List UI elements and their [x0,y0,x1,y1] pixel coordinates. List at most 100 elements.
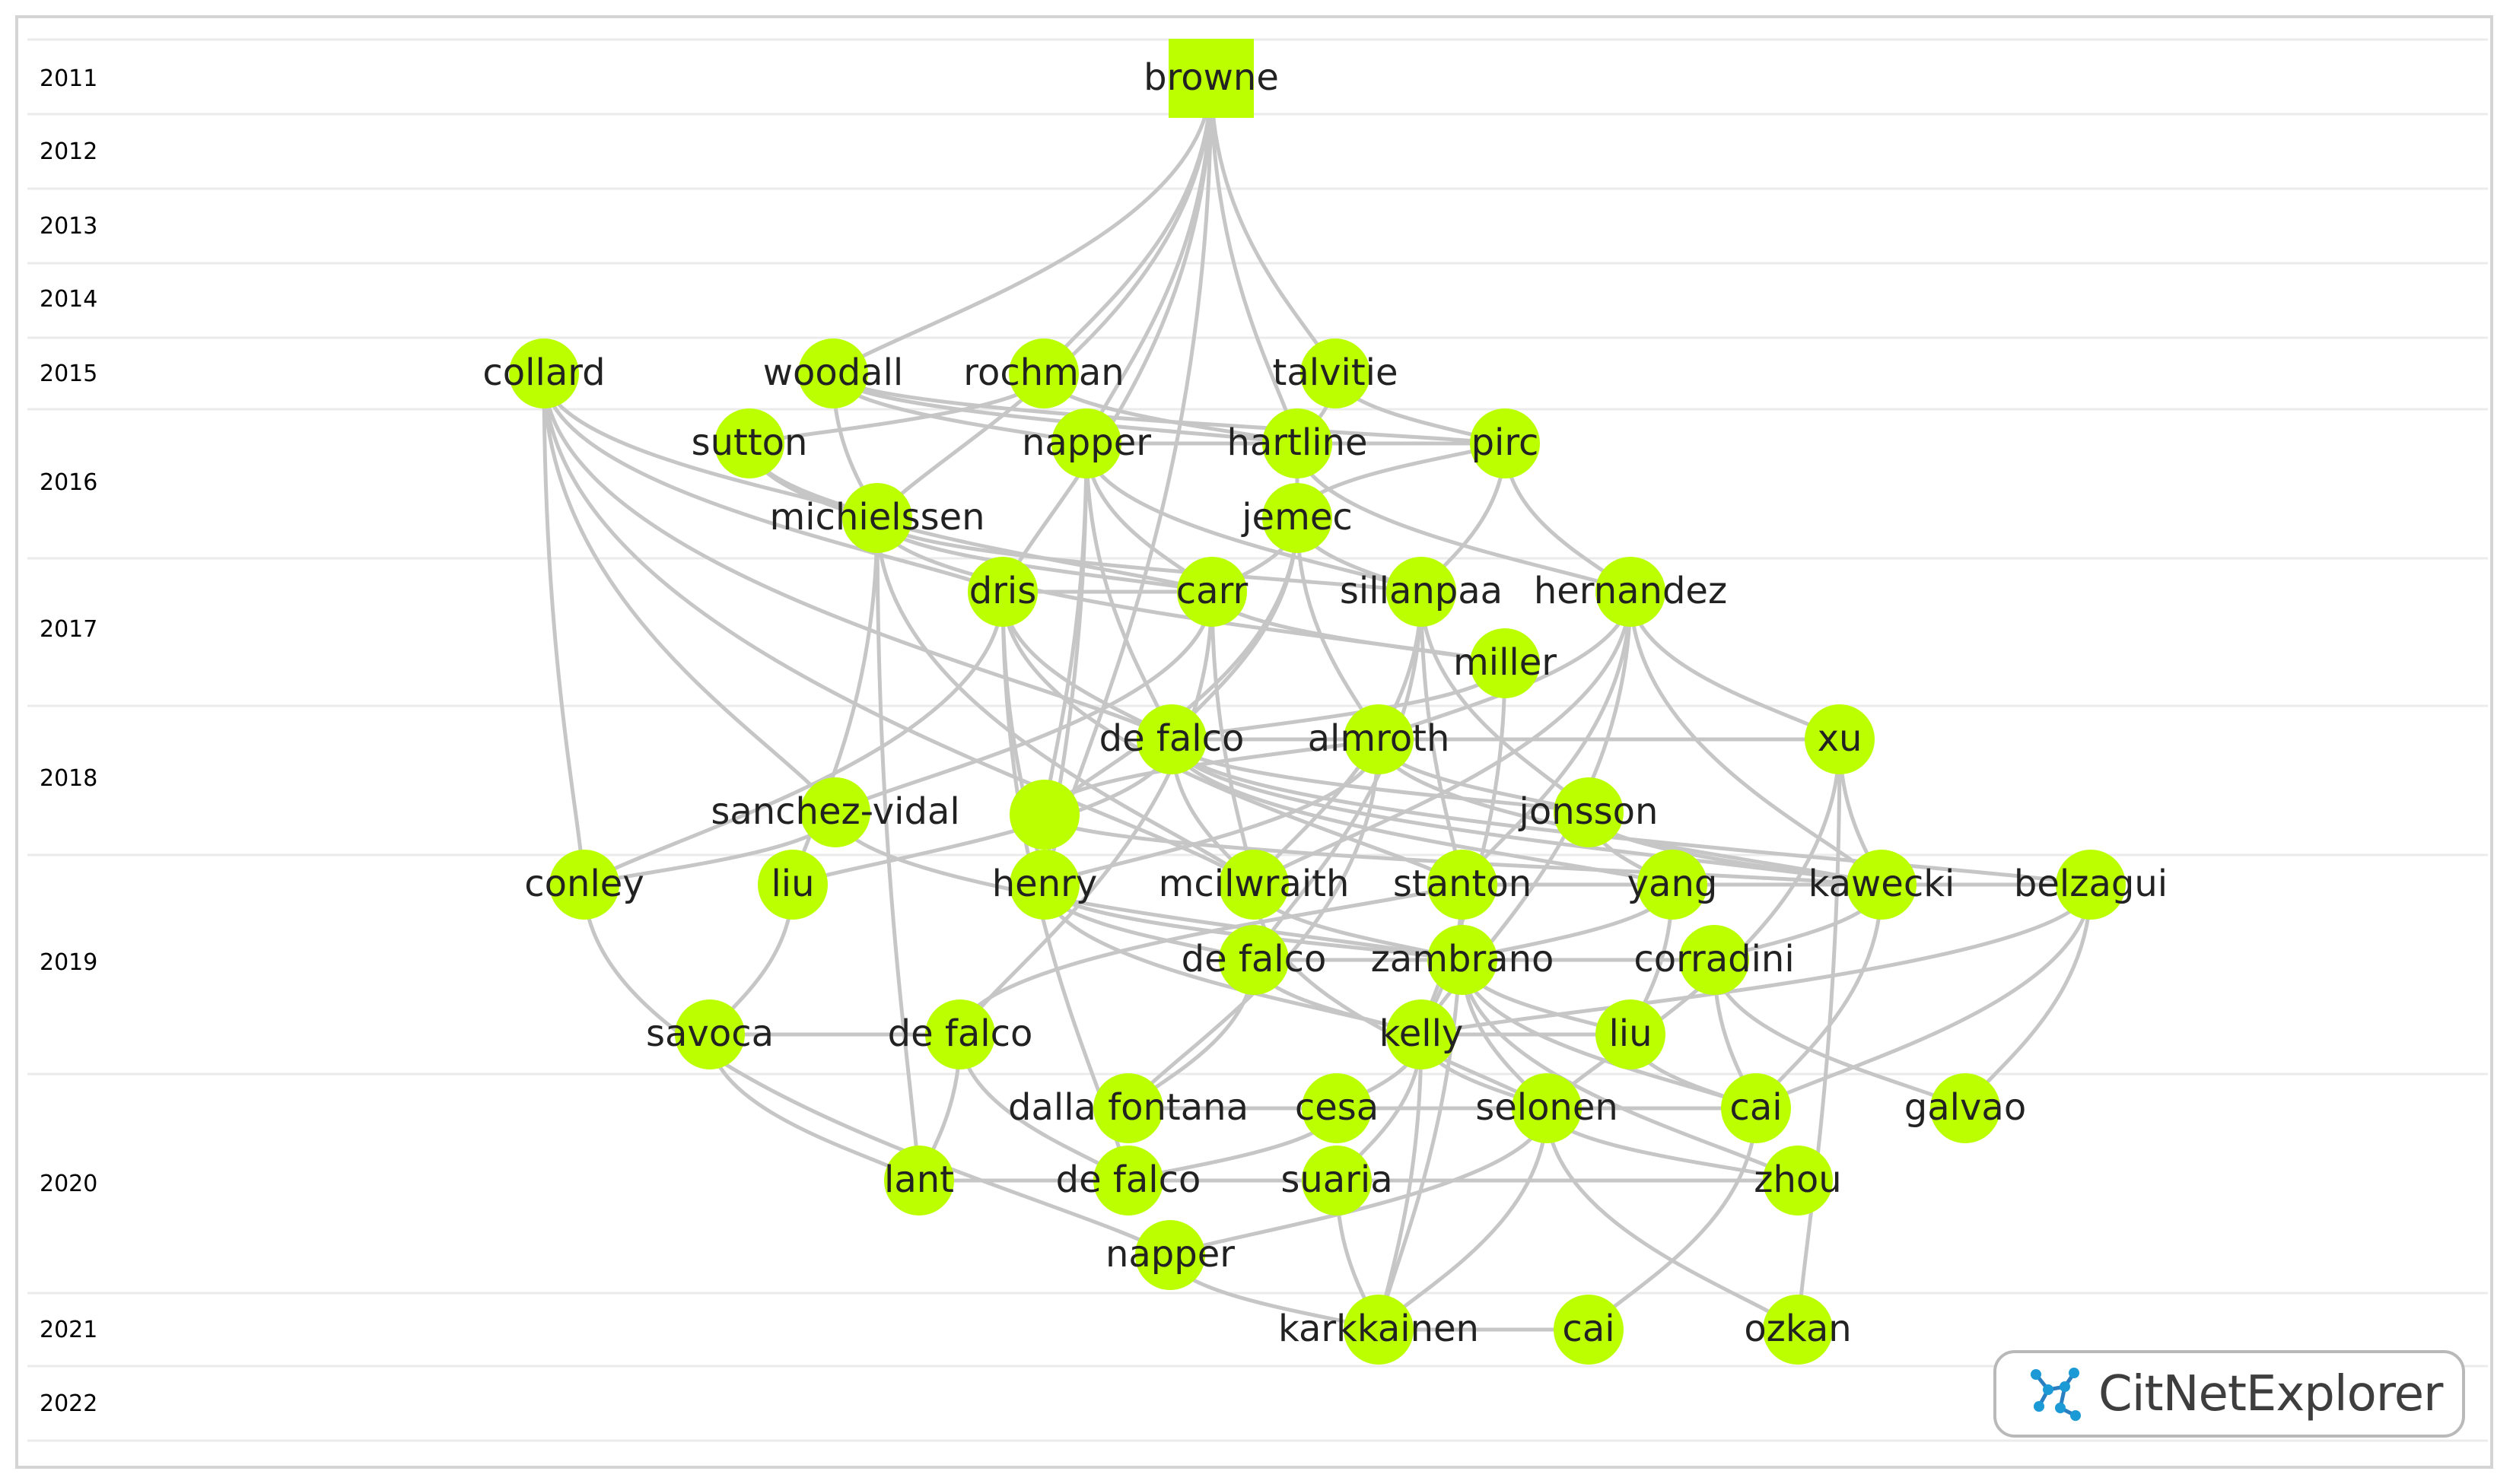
publication-node-stanton[interactable] [1427,850,1497,920]
node-label: savoca [646,1012,774,1055]
year-label-2013: 2013 [40,213,97,240]
citation-edge [1419,591,1633,1036]
node-label: henry [992,863,1098,905]
citation-edge [833,812,1463,962]
publication-node-michielssen[interactable] [842,483,912,553]
publication-node-xu[interactable] [1805,704,1875,774]
node-label: hernandez [1534,570,1727,612]
publication-node-savoca[interactable] [675,999,745,1069]
citation-edge [582,884,1172,1257]
node-label: michielssen [769,496,985,539]
node-label: kawecki [1808,863,1955,905]
node-label: cesa [1295,1086,1379,1129]
citation-edge [1042,813,1882,887]
publication-node-almroth[interactable] [1344,704,1414,774]
node-label: cai [1729,1086,1782,1129]
publication-node-browne[interactable] [1169,39,1254,118]
publication-node-dris[interactable] [968,557,1038,627]
citation-edge [875,517,921,1181]
publication-node-collard[interactable] [509,338,579,408]
node-label: jonsson [1519,790,1659,833]
year-label-2017: 2017 [40,616,97,643]
publication-node-sutton[interactable] [714,408,784,478]
node-label: mcilwraith [1159,863,1350,905]
publication-node-cai[interactable] [1721,1073,1791,1143]
publication-node-liu[interactable] [1595,999,1665,1069]
citation-edge [1754,884,2093,1111]
publication-node-conley[interactable] [549,850,619,920]
publication-node-woodall[interactable] [798,338,868,408]
publication-node-pirc[interactable] [1470,408,1540,478]
publication-node-de-falco[interactable] [1093,1146,1163,1215]
citation-edge [958,882,1463,1035]
node-label: browne [1144,56,1279,99]
publication-node-napper[interactable] [1135,1220,1205,1290]
publication-node-jonsson[interactable] [1554,777,1624,847]
publication-node-sillanpaa[interactable] [1386,557,1456,627]
node-label: galvao [1904,1086,2026,1129]
publication-node-cesa[interactable] [1302,1073,1372,1143]
publication-node-galvao[interactable] [1930,1073,2000,1143]
node-label: conley [524,863,644,905]
citation-edge [542,373,587,885]
citation-edge [583,591,1005,887]
node-label: dalla fontana [1008,1086,1249,1129]
publication-node-suaria[interactable] [1302,1146,1372,1215]
publication-node-kelly[interactable] [1386,999,1456,1069]
node-label: napper [1022,421,1151,464]
publication-node-selonen[interactable] [1512,1073,1582,1143]
publication-node-yang[interactable] [1637,850,1707,920]
publication-node-cai[interactable] [1554,1295,1624,1365]
publication-node-kawecki[interactable] [1847,850,1917,920]
node-label: collard [482,351,605,394]
publication-node-unlabeled[interactable] [1010,780,1080,850]
citation-edge [1252,591,1633,886]
publication-node-carr[interactable] [1177,557,1247,627]
citation-edge [1000,78,1214,593]
publication-node-sanchez-vidal[interactable] [800,777,870,847]
node-label: xu [1818,717,1862,760]
year-label-2020: 2020 [40,1171,97,1197]
publication-node-zhou[interactable] [1763,1146,1833,1215]
publication-node-talvitie[interactable] [1300,338,1370,408]
node-label: de falco [888,1012,1033,1055]
publication-node-hartline[interactable] [1262,408,1332,478]
node-label: jemec [1241,496,1353,539]
node-label: liu [1608,1012,1652,1055]
publication-node-de-falco[interactable] [1137,704,1207,774]
publication-node-lant[interactable] [884,1146,954,1215]
publication-node-napper[interactable] [1051,408,1121,478]
citation-edge [1042,78,1214,375]
publication-node-rochman[interactable] [1009,338,1079,408]
citation-edge [1000,591,1464,887]
publication-node-zambrano[interactable] [1427,925,1497,995]
node-label: belzagui [2014,863,2168,905]
publication-node-miller[interactable] [1470,628,1540,698]
publication-node-mcilwraith[interactable] [1219,850,1289,920]
publication-node-de-falco[interactable] [925,999,995,1069]
node-label: carr [1176,570,1249,612]
node-label: kelly [1379,1012,1464,1055]
node-label: stanton [1393,863,1532,905]
node-label: napper [1105,1233,1235,1276]
logo-text: CitNetExplorer [2098,1365,2443,1422]
citation-edge [542,373,838,814]
publication-node-hernandez[interactable] [1595,557,1665,627]
citation-edge [832,78,1214,375]
node-label: talvitie [1273,351,1398,394]
publication-node-ozkan[interactable] [1763,1295,1833,1365]
publication-node-karkkainen[interactable] [1344,1295,1414,1365]
publication-node-de-falco[interactable] [1219,925,1289,995]
year-label-2018: 2018 [40,765,97,792]
publication-node-dalla-fontana[interactable] [1093,1073,1163,1143]
publication-node-jemec[interactable] [1262,483,1332,553]
citation-edge [958,591,1214,1036]
citation-edges [542,78,2093,1332]
node-label: zambrano [1371,938,1554,980]
publication-node-belzagui[interactable] [2056,850,2126,920]
publication-node-corradini[interactable] [1679,925,1749,995]
publication-node-liu[interactable] [758,850,828,920]
publication-node-henry[interactable] [1010,850,1080,920]
node-label: pirc [1471,421,1539,464]
